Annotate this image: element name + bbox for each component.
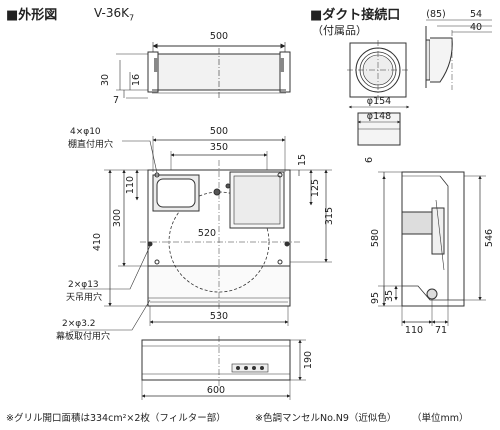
dim-duct-40: 40 bbox=[470, 22, 482, 33]
label-panel-holes-desc: 幕板取付用穴 bbox=[56, 330, 110, 342]
label-panel-holes: 2×φ3.2 bbox=[62, 319, 96, 329]
label-hang-holes: 2×φ13 bbox=[68, 280, 99, 290]
figure-title: ■外形図 bbox=[6, 8, 58, 23]
dim-bottom-190: 190 bbox=[303, 351, 314, 369]
dim-bottom-600: 600 bbox=[207, 385, 225, 396]
dim-front-300: 300 bbox=[112, 209, 123, 227]
dim-front-410: 410 bbox=[92, 233, 103, 251]
dim-side-546: 546 bbox=[484, 229, 495, 247]
model-code-sub: 7 bbox=[128, 13, 135, 23]
dim-front-15: 15 bbox=[297, 154, 308, 166]
front-view bbox=[70, 136, 332, 331]
dim-side-580: 580 bbox=[370, 229, 381, 247]
dim-duct-phi154: φ154 bbox=[367, 96, 391, 107]
dim-top-16: 16 bbox=[131, 74, 142, 86]
dim-duct-phi148: φ148 bbox=[367, 111, 391, 122]
dim-front-530: 530 bbox=[210, 311, 228, 322]
duct-title: ■ダクト接続口 bbox=[310, 8, 401, 23]
note-color: ※色調マンセルNo.N9（近似色） bbox=[255, 413, 397, 424]
duct-front-view bbox=[347, 40, 409, 100]
side-view bbox=[378, 171, 486, 326]
dim-front-500: 500 bbox=[210, 126, 228, 137]
dim-front-125: 125 bbox=[310, 179, 321, 197]
dim-duct-85: (85) bbox=[426, 9, 446, 20]
label-ceiling-holes: 4×φ10 bbox=[70, 127, 101, 137]
model-code: V-36K7 bbox=[94, 6, 134, 22]
dim-front-520: 520 bbox=[198, 228, 216, 239]
dim-top-500: 500 bbox=[210, 31, 228, 42]
dim-top-7: 7 bbox=[113, 95, 119, 106]
dim-top-30: 30 bbox=[100, 74, 111, 86]
label-ceiling-holes-desc: 棚直付用穴 bbox=[68, 138, 113, 150]
dim-duct-54: 54 bbox=[470, 9, 482, 20]
note-grille-area: ※グリル開口面積は334cm²×2枚（フィルター部） bbox=[6, 413, 226, 424]
duct-ring bbox=[348, 105, 410, 146]
dim-front-315: 315 bbox=[324, 207, 335, 225]
dim-front-110: 110 bbox=[125, 176, 136, 194]
dim-side-110: 110 bbox=[405, 325, 423, 336]
model-code-main: V-36K bbox=[94, 6, 129, 20]
dim-side-71: 71 bbox=[435, 325, 447, 336]
duct-subtitle: （付属品） bbox=[312, 24, 367, 37]
bottom-view bbox=[141, 336, 306, 400]
top-view bbox=[116, 42, 291, 100]
dim-side-95: 95 bbox=[370, 292, 381, 304]
dim-side-35: 35 bbox=[384, 290, 395, 302]
dim-front-350: 350 bbox=[210, 142, 228, 153]
dim-side-6: 6 bbox=[364, 157, 375, 163]
note-unit: （単位mm） bbox=[412, 413, 469, 424]
duct-side-view bbox=[425, 19, 492, 90]
label-hang-holes-desc: 天吊用穴 bbox=[66, 291, 102, 303]
